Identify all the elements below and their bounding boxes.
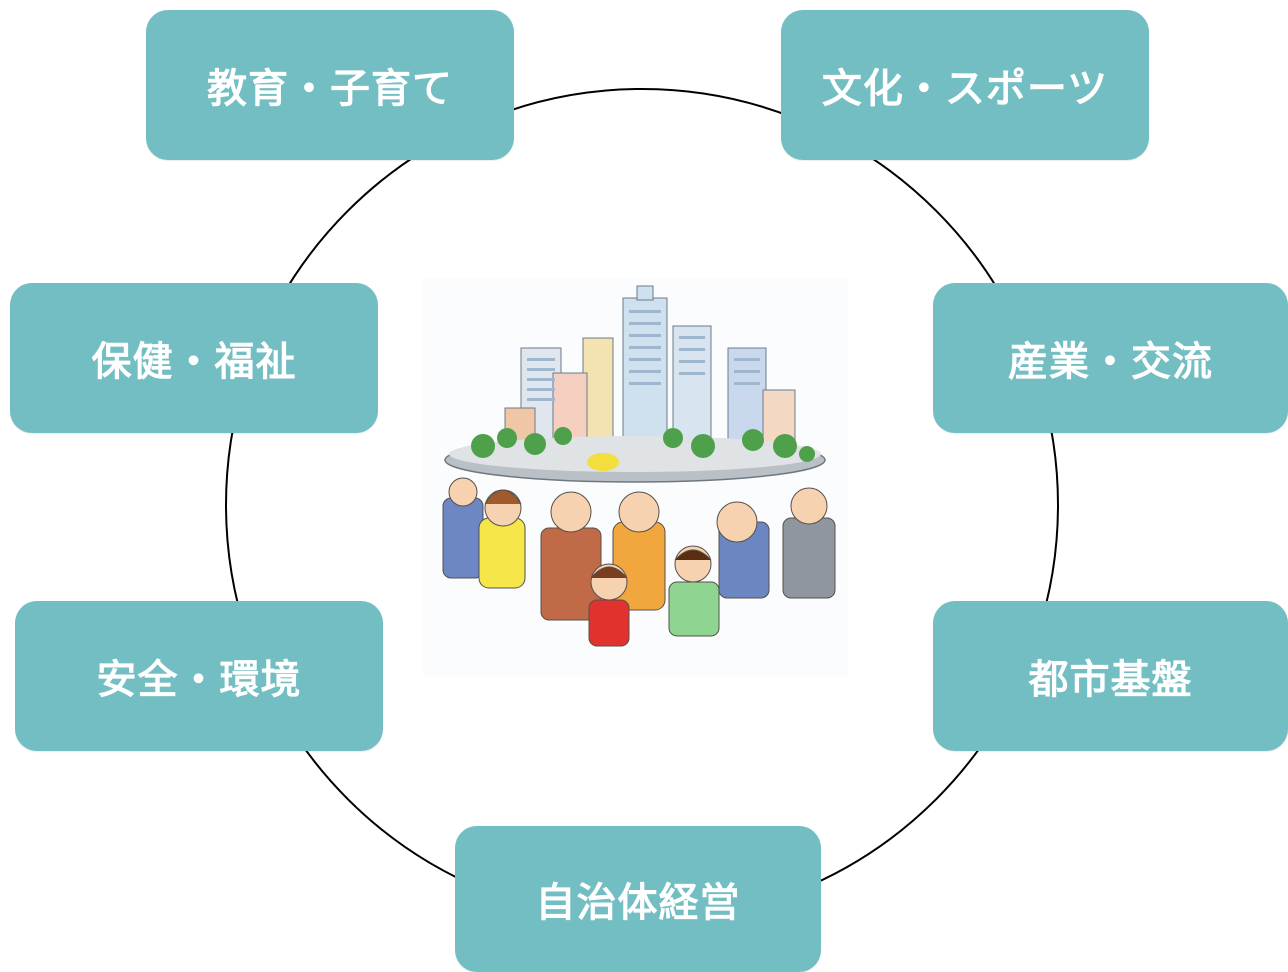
trees (471, 427, 815, 462)
category-education-childcare: 教育・子育て (146, 10, 514, 160)
category-health-welfare: 保健・福祉 (10, 283, 378, 433)
city-held-by-citizens-illustration (423, 278, 848, 676)
category-industry-exchange: 産業・交流 (933, 283, 1288, 433)
car (587, 453, 619, 471)
category-municipal-management: 自治体経営 (455, 826, 821, 972)
category-urban-infrastructure: 都市基盤 (933, 601, 1288, 751)
category-safety-environment: 安全・環境 (15, 601, 383, 751)
windows (527, 310, 760, 401)
people (442, 477, 836, 647)
category-culture-sports: 文化・スポーツ (781, 10, 1149, 160)
